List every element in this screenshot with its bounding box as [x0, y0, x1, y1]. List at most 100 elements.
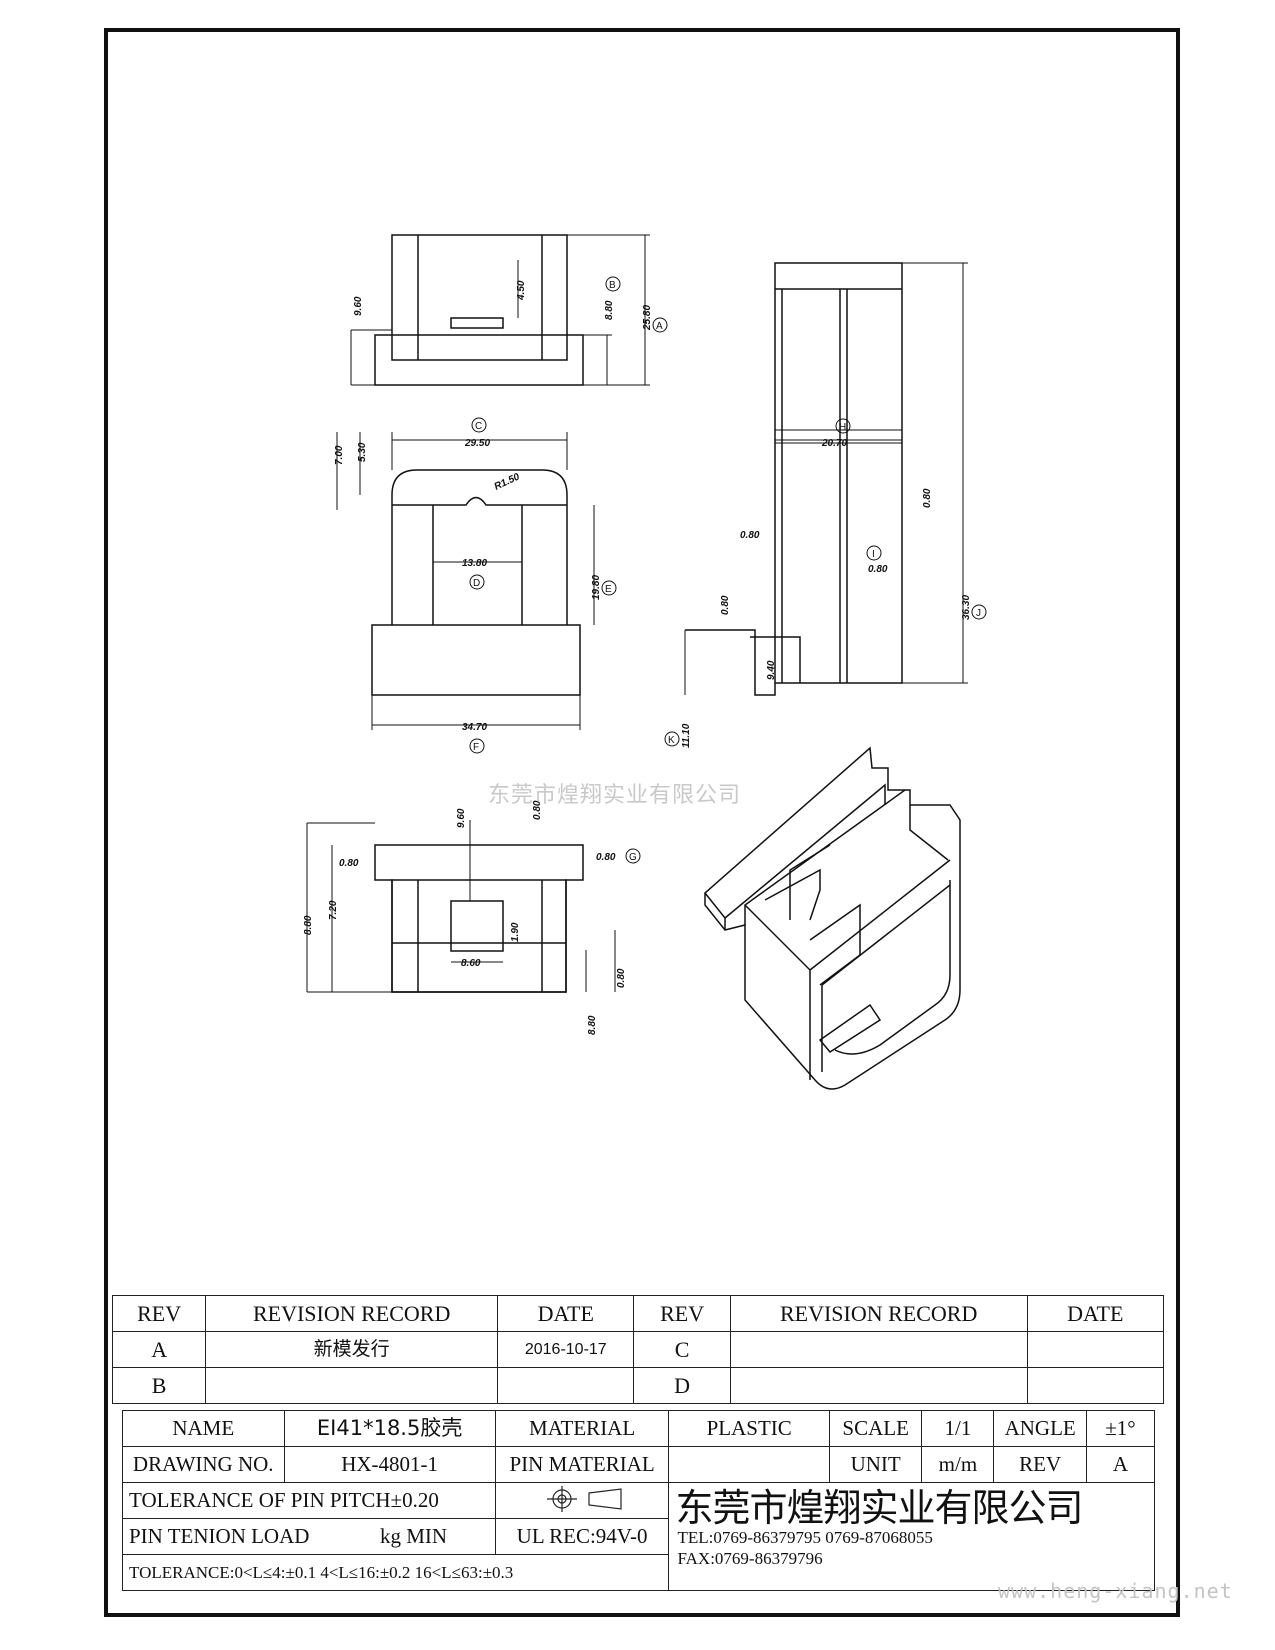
dim-front-7-00: 7.00: [334, 445, 345, 465]
dim-top-8-80: 8.80: [604, 300, 615, 320]
front-view: 29.50 7.00 5.30 R1.50 13.80 19.80 34.70 …: [334, 417, 617, 754]
bubble-j: J: [976, 608, 981, 619]
dim-top-9-60: 9.60: [353, 296, 364, 316]
watermark: 东莞市煌翔实业有限公司: [488, 783, 742, 808]
dim-bottom-0-80-left: 0.80: [339, 858, 359, 869]
bubble-h: H: [839, 422, 846, 433]
material-label: MATERIAL: [494, 1410, 670, 1447]
dim-side-0-80-mid: 0.80: [868, 564, 888, 575]
dim-top-25-80: 25.80: [642, 305, 653, 331]
drawing-no-value: HX-4801-1: [283, 1446, 496, 1483]
date-cell: [1026, 1331, 1165, 1368]
pin-tenion-label: PIN TENION LOAD: [129, 1524, 310, 1548]
dim-bottom-8-80: 8.80: [303, 915, 314, 935]
unit-value: m/m: [921, 1446, 995, 1483]
pin-tenion-row: PIN TENION LOAD kg MIN: [122, 1518, 496, 1555]
dim-bottom-1-90: 1.90: [510, 922, 521, 942]
third-angle-projection-icon: [547, 1485, 622, 1512]
date-cell: 2016-10-17: [497, 1331, 635, 1368]
scale-value: 1/1: [921, 1410, 995, 1447]
title-row-2: DRAWING NO. HX-4801-1 PIN MATERIAL UNIT …: [122, 1446, 1156, 1483]
date-cell: [497, 1367, 635, 1404]
dim-bottom-0-80-low: 0.80: [616, 968, 627, 988]
bubble-i: I: [872, 549, 875, 560]
dim-side-0-80-top: 0.80: [922, 488, 933, 508]
dim-side-11-10: 11.10: [681, 723, 692, 748]
dim-side-0-80-low: 0.80: [720, 595, 731, 615]
pin-material-label: PIN MATERIAL: [494, 1446, 670, 1483]
unit-label: UNIT: [828, 1446, 923, 1483]
dim-front-13-80: 13.80: [462, 558, 487, 569]
dim-front-r1-50: R1.50: [493, 471, 522, 492]
dim-bottom-7-20: 7.20: [328, 900, 339, 920]
title-row-3: TOLERANCE OF PIN PITCH±0.20 东莞市煌翔实业有限公司 …: [122, 1482, 1155, 1591]
bubble-e: E: [605, 584, 612, 595]
bubble-a: A: [656, 321, 663, 332]
rev-header-2: REV: [633, 1295, 731, 1332]
rev-cell: A: [111, 1331, 207, 1368]
company-name: 东莞市煌翔实业有限公司: [675, 1486, 1083, 1530]
tolerance-line: TOLERANCE:0<L≤4:±0.1 4<L≤16:±0.2 16<L≤63…: [121, 1554, 670, 1591]
bubble-k: K: [668, 735, 675, 746]
rev-header: REV: [111, 1295, 207, 1332]
dim-bottom-9-60: 9.60: [456, 808, 467, 828]
company-block: 东莞市煌翔实业有限公司 TEL:0769-86379795 0769-87068…: [668, 1482, 1155, 1591]
dim-bottom-8-80-low: 8.80: [587, 1015, 598, 1035]
revision-record-cell: 新模发行: [205, 1331, 499, 1368]
title-row-5: TOLERANCE:0<L≤4:±0.1 4<L≤16:±0.2 16<L≤63…: [121, 1554, 1155, 1591]
title-block: NAME EI41*18.5胶壳 MATERIAL PLASTIC SCALE …: [121, 1410, 1156, 1591]
bubble-f: F: [473, 742, 479, 753]
drawing-no-label: DRAWING NO.: [122, 1446, 285, 1483]
company-tel: TEL:0769-86379795 0769-87068055: [677, 1528, 933, 1547]
pin-tenion-unit: kg MIN: [379, 1524, 448, 1548]
rev-value: A: [1085, 1446, 1156, 1483]
dim-bottom-8-60: 8.60: [461, 958, 481, 969]
scale-label: SCALE: [828, 1410, 923, 1447]
pin-material-value: [668, 1446, 830, 1483]
dim-side-9-40: 9.40: [766, 660, 777, 680]
material-value: PLASTIC: [668, 1410, 830, 1447]
dim-side-20-70: 20.70: [821, 438, 847, 449]
bubble-g: G: [629, 852, 637, 863]
projection-symbol: [494, 1482, 670, 1519]
bubble-b: B: [609, 280, 616, 291]
ul-rec: UL REC:94V-0: [494, 1518, 670, 1555]
table-row: B D: [111, 1367, 1165, 1404]
dim-side-0-80-left: 0.80: [740, 530, 760, 541]
bubble-c: C: [475, 421, 482, 432]
isometric-view: [704, 746, 961, 1090]
bottom-view: 9.60 0.80 0.80 0.80 8.80 7.20 1.90 8.60 …: [303, 800, 641, 1035]
bubble-d: D: [473, 578, 480, 589]
name-label: NAME: [122, 1410, 285, 1447]
dim-side-36-30: 36.30: [961, 595, 972, 620]
name-value: EI41*18.5胶壳: [283, 1410, 496, 1447]
dim-top-4-50: 4.50: [516, 280, 527, 301]
rev-label: REV: [993, 1446, 1087, 1483]
company-fax: FAX:0769-86379796: [677, 1549, 823, 1569]
rev-cell: C: [633, 1331, 731, 1368]
dim-bottom-0-80-top: 0.80: [532, 800, 543, 820]
top-view: 9.60 4.50 8.80 25.80 B A: [350, 234, 668, 386]
revision-record-header-2: REVISION RECORD: [729, 1295, 1028, 1332]
angle-label: ANGLE: [993, 1410, 1087, 1447]
angle-value: ±1°: [1085, 1410, 1156, 1447]
drawing-sheet-border: [104, 28, 1180, 1617]
dim-front-29-50: 29.50: [464, 438, 490, 449]
revision-record-cell: [729, 1367, 1028, 1404]
revision-record-cell: [205, 1367, 499, 1404]
title-row-1: NAME EI41*18.5胶壳 MATERIAL PLASTIC SCALE …: [122, 1410, 1156, 1447]
rev-cell: D: [633, 1367, 731, 1404]
revision-record-header: REVISION RECORD: [205, 1295, 499, 1332]
revision-table: REV REVISION RECORD DATE REV REVISION RE…: [111, 1295, 1165, 1404]
rev-cell: B: [111, 1367, 207, 1404]
dim-front-5-30: 5.30: [357, 442, 368, 462]
date-header: DATE: [497, 1295, 635, 1332]
date-cell: [1026, 1367, 1165, 1404]
table-row: A 新模发行 2016-10-17 C: [111, 1331, 1165, 1368]
tolerance-pitch: TOLERANCE OF PIN PITCH±0.20: [122, 1482, 496, 1519]
side-view: 20.70 0.80 0.80 0.80 36.30 0.80 9.40 11.…: [664, 262, 987, 748]
revision-header-row: REV REVISION RECORD DATE REV REVISION RE…: [111, 1295, 1165, 1332]
dim-bottom-0-80-right: 0.80: [596, 852, 616, 863]
dim-front-19-80: 19.80: [591, 575, 602, 600]
